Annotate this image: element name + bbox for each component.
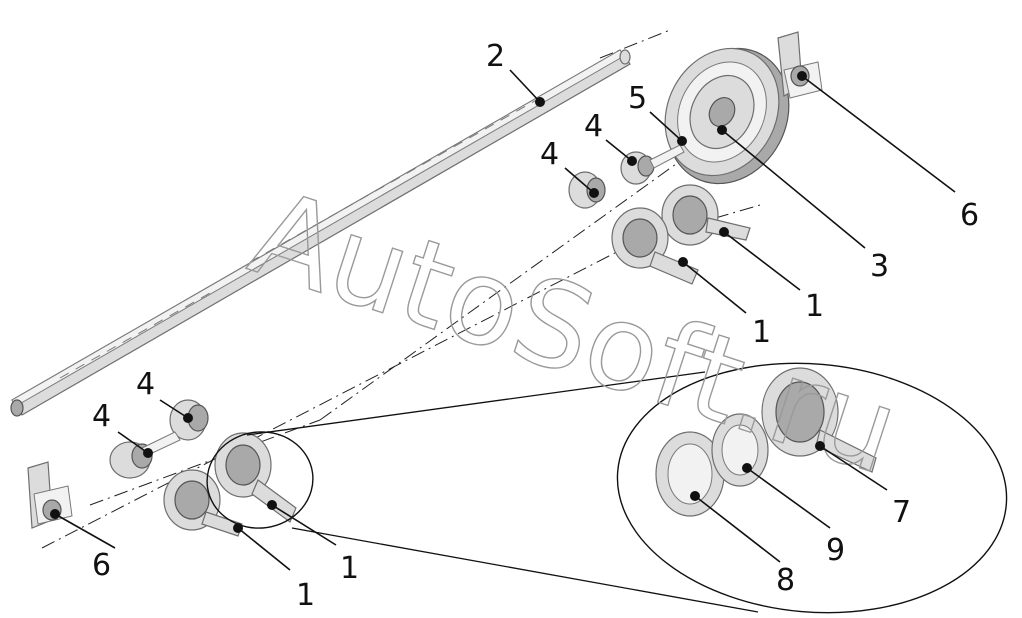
callout-1-bottom-left: 1 [296, 578, 315, 613]
callout-4-bottom-left: 4 [92, 399, 111, 434]
callout-1-top-left: 1 [752, 315, 771, 350]
callout-6-bottom: 6 [92, 548, 111, 583]
callout-7: 7 [892, 495, 911, 530]
shaft [10, 49, 631, 417]
leaders [50, 69, 956, 571]
bearing-housings [163, 184, 751, 537]
callout-5: 5 [628, 81, 647, 116]
callout-4-bottom-right: 4 [136, 367, 155, 402]
bracket-bottom [27, 461, 73, 529]
pulley [664, 47, 790, 185]
callout-3: 3 [870, 249, 889, 284]
detail-parts [655, 367, 877, 517]
callout-6-top: 6 [960, 198, 979, 233]
callout-2: 2 [486, 39, 505, 74]
callout-4-top-left: 4 [540, 137, 559, 172]
callout-4-top-right: 4 [584, 109, 603, 144]
detail-magnifier [206, 362, 1008, 614]
callout-1-top-right: 1 [805, 289, 824, 324]
callout-1-bottom-right: 1 [340, 551, 359, 586]
callout-8: 8 [776, 563, 795, 598]
bracket-top [777, 31, 823, 99]
watermark: AutoSoft.ru [236, 163, 914, 501]
callout-9: 9 [826, 533, 845, 568]
